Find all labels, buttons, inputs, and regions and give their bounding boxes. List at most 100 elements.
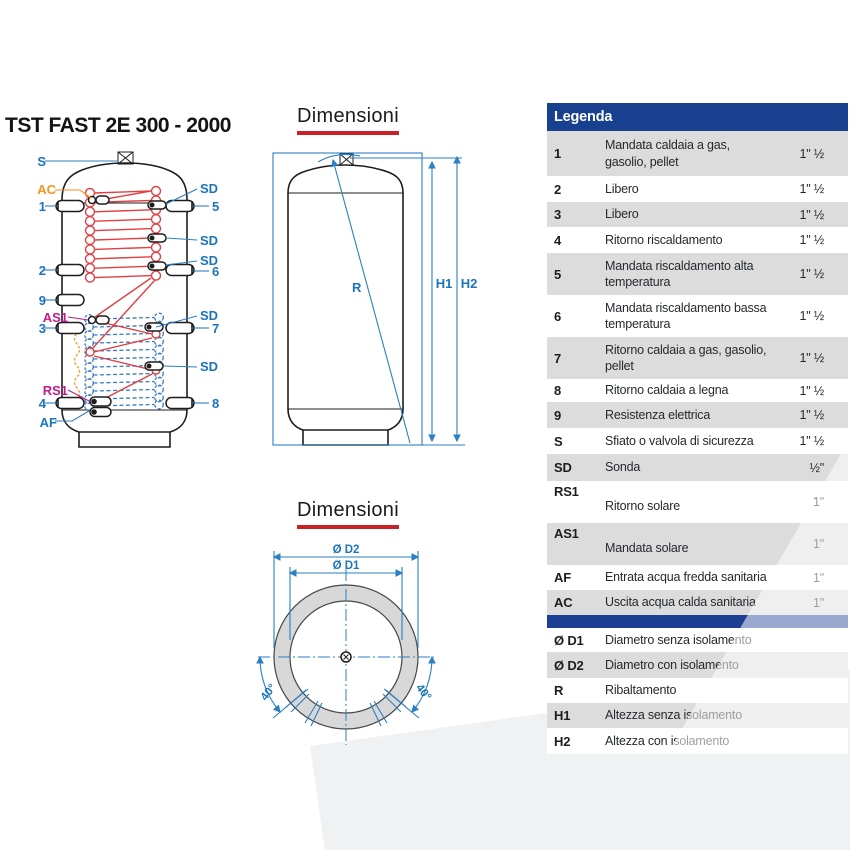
legend-row-8: 8 Ritorno caldaia a legna 1" ½ bbox=[547, 379, 848, 402]
port-label-2: 2 bbox=[39, 263, 46, 278]
red-underline bbox=[297, 131, 399, 135]
legend-key: AC bbox=[554, 595, 573, 610]
tank-pedestal bbox=[78, 432, 171, 448]
legend-key: H1 bbox=[554, 708, 571, 723]
legend-size: 1" ½ bbox=[799, 434, 825, 448]
legend-row-sd: SD Sonda ½" bbox=[547, 454, 848, 481]
port-label-9: 9 bbox=[39, 293, 46, 308]
vent-fitting bbox=[117, 151, 134, 165]
legend-key: AF bbox=[554, 570, 571, 585]
port-fittings bbox=[87, 195, 112, 418]
legend-size: 1" bbox=[813, 595, 824, 610]
port-label-5: 5 bbox=[212, 199, 219, 214]
dim-tank-pedestal bbox=[302, 430, 389, 446]
legend-desc: Altezza con isolamento bbox=[605, 733, 730, 748]
legend-desc: Ribaltamento bbox=[605, 683, 677, 698]
leader-lines bbox=[45, 160, 209, 422]
legend-row-h1: H1 Altezza senza isolamento bbox=[547, 703, 848, 728]
legend-key: H2 bbox=[554, 733, 571, 749]
tilt-line bbox=[331, 158, 411, 444]
port-label-as1: AS1 bbox=[43, 310, 68, 325]
legend-size: 1" ½ bbox=[799, 383, 825, 398]
dimensions-heading-bottom-text: Dimensioni bbox=[297, 499, 399, 521]
legend-row-h2: H2 Altezza con isolamento bbox=[547, 728, 848, 754]
port-label-7: 7 bbox=[212, 321, 219, 336]
legend-size: 1" bbox=[813, 495, 824, 509]
label-angle-left: 40° bbox=[259, 682, 279, 703]
legend-row-rs1: RS1 Ritorno solare 1" bbox=[547, 481, 848, 523]
legend-row-5: 5 Mandata riscaldamento alta temperatura… bbox=[547, 253, 848, 295]
legend-desc: Mandata solare bbox=[605, 540, 689, 555]
legend-size: 1" bbox=[813, 537, 824, 551]
label-h1: H1 bbox=[436, 276, 453, 291]
tank-outline bbox=[61, 162, 188, 433]
legend-size: 1" ½ bbox=[799, 182, 825, 196]
legend-size: 1" bbox=[813, 570, 824, 585]
legend-desc: Ritorno riscaldamento bbox=[605, 232, 723, 247]
dhw-corrugated-coil bbox=[84, 312, 164, 411]
legend-desc: Uscita acqua calda sanitaria bbox=[605, 595, 756, 610]
port-label-1: 1 bbox=[39, 199, 46, 214]
port-label-sd2: SD bbox=[200, 233, 218, 248]
legend-desc: Libero bbox=[605, 181, 639, 196]
legend-desc: Ritorno caldaia a legna bbox=[605, 383, 729, 398]
label-d1: Ø D1 bbox=[333, 560, 360, 572]
legend-desc: Diametro senza isolamento bbox=[605, 632, 752, 647]
legend-row-4: 4 Ritorno riscaldamento 1" ½ bbox=[547, 227, 848, 253]
legend-desc: Resistenza elettrica bbox=[605, 407, 711, 422]
legend-key: 3 bbox=[554, 207, 562, 222]
legend-desc: Sfiato o valvola di sicurezza bbox=[605, 433, 754, 448]
legend-row-6: 6 Mandata riscaldamento bassa temperatur… bbox=[547, 295, 848, 337]
legend-size: 1" ½ bbox=[799, 207, 825, 222]
legend-key: S bbox=[554, 433, 563, 449]
legend-row-r: R Ribaltamento bbox=[547, 678, 848, 703]
legend-size: 1" ½ bbox=[799, 408, 825, 422]
port-label-6: 6 bbox=[212, 264, 219, 279]
port-label-sd3: SD bbox=[200, 253, 218, 268]
legend-key: 2 bbox=[554, 181, 562, 197]
legend-key: 6 bbox=[554, 308, 562, 324]
legend-row-d1: Ø D1 Diametro senza isolamento bbox=[547, 628, 848, 652]
red-underline bbox=[297, 525, 399, 529]
legend-key: 5 bbox=[554, 266, 562, 282]
legend-key: 9 bbox=[554, 407, 562, 423]
legend-size: ½" bbox=[809, 460, 825, 475]
legend-key: Ø D2 bbox=[554, 657, 584, 673]
port-label-sd4: SD bbox=[200, 308, 218, 323]
page-title: TST FAST 2E 300 - 2000 bbox=[5, 114, 231, 137]
legend-row-ac: AC Uscita acqua calda sanitaria 1" bbox=[547, 590, 848, 615]
port-label-8: 8 bbox=[212, 396, 219, 411]
tank-nozzles bbox=[55, 199, 195, 410]
legend-key: Ø D1 bbox=[554, 632, 584, 648]
legend-desc: Diametro con isolamento bbox=[605, 657, 739, 672]
label-angle-right: 40° bbox=[413, 682, 433, 703]
legend-size: 1" ½ bbox=[799, 267, 825, 281]
legend-desc: Mandata riscaldamento alta temperatura bbox=[605, 258, 754, 290]
dim-tank-outline bbox=[287, 164, 404, 431]
insulation-outline bbox=[272, 152, 423, 446]
legend-desc: Altezza senza isolamento bbox=[605, 708, 742, 723]
legend-desc: Ritorno caldaia a gas, gasolio, pellet bbox=[605, 342, 767, 374]
legend-key: 1 bbox=[554, 146, 562, 161]
upper-heating-coil bbox=[84, 185, 162, 350]
legend-size: 1" ½ bbox=[799, 309, 825, 323]
label-r: R bbox=[352, 280, 362, 295]
dim-vent-fitting bbox=[339, 153, 354, 166]
legend-key: RS1 bbox=[554, 484, 579, 499]
port-label-sd5: SD bbox=[200, 359, 218, 374]
legend-key: 8 bbox=[554, 383, 562, 398]
legend-row-s: S Sfiato o valvola di sicurezza 1" ½ bbox=[547, 428, 848, 454]
label-h2: H2 bbox=[461, 276, 478, 291]
legend-row-as1: AS1 Mandata solare 1" bbox=[547, 523, 848, 565]
dimensions-heading-top: Dimensioni bbox=[268, 105, 428, 135]
dimensions-heading-top-text: Dimensioni bbox=[297, 105, 399, 127]
label-d2: Ø D2 bbox=[333, 544, 360, 556]
legend-row-1: 1 Mandata caldaia a gas, gasolio, pellet… bbox=[547, 131, 848, 176]
legend-header: Legenda bbox=[547, 103, 848, 131]
cross-section-drawing: Ø D2 Ø D1 40° 40° bbox=[256, 544, 436, 745]
legend-key: AS1 bbox=[554, 526, 579, 541]
legend-divider-bar bbox=[547, 615, 848, 628]
legend-key: 4 bbox=[554, 232, 562, 248]
legend-desc: Mandata riscaldamento bassa temperatura bbox=[605, 300, 767, 332]
solar-coil bbox=[85, 320, 161, 403]
